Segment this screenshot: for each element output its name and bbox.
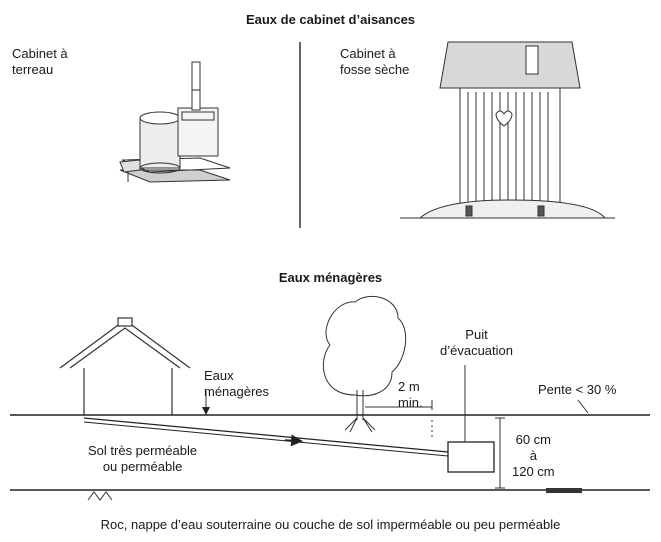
greywater-label: Eaux ménagères: [204, 368, 270, 399]
composting-toilet-label: Cabinet à terreau: [12, 46, 68, 77]
slope-label: Pente < 30 %: [538, 382, 617, 397]
greywater-section-title: Eaux ménagères: [278, 270, 383, 285]
flow-arrow: [284, 434, 303, 447]
outhouse-illustration: [400, 41, 615, 219]
slope-pointer: [577, 399, 589, 414]
composting-toilet-illustration: [119, 61, 231, 183]
distance-label: 2 m min.: [398, 379, 423, 410]
drain-pipe-lower: [83, 421, 449, 457]
soil-label: Sol très perméable ou perméable: [88, 443, 198, 474]
outhouse-label: Cabinet à fosse sèche: [340, 46, 410, 77]
bedrock-hatch: [87, 491, 113, 501]
house-illustration: [59, 317, 191, 415]
drain-pipe: [83, 417, 449, 453]
bedrock-patch: [546, 488, 582, 493]
evacuation-well: [447, 441, 495, 473]
toilet-section-title: Eaux de cabinet d’aisances: [245, 12, 416, 27]
depth-label: 60 cm à 120 cm: [512, 432, 555, 479]
evacuation-well-label: Puit d’évacuation: [440, 327, 513, 358]
tree-illustration: [322, 295, 407, 433]
bedrock-caption: Roc, nappe d’eau souterraine ou couche d…: [100, 517, 561, 532]
